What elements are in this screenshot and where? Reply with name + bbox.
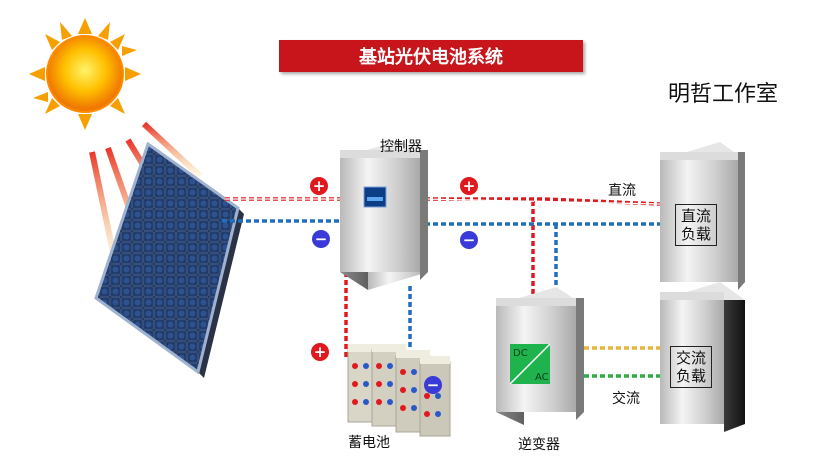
inverter-ac-text: AC (535, 372, 549, 383)
minus-sign-icon: − (312, 230, 330, 248)
plus-sign-icon: + (310, 177, 328, 195)
battery-label: 蓄电池 (348, 435, 390, 451)
negative-wires (222, 219, 660, 375)
dc-load-label: 直流 负载 (675, 204, 717, 246)
ac-wire-label: 交流 (612, 391, 640, 407)
battery-bank-icon (347, 344, 451, 437)
diagram-title: 基站光伏电池系统 (279, 40, 583, 72)
ac-load-cabinet-icon (660, 282, 745, 432)
ac-wires (584, 346, 660, 378)
minus-sign-icon: − (424, 376, 442, 394)
controller-label: 控制器 (380, 139, 422, 155)
dc-load-cabinet-icon (660, 142, 745, 290)
sun-icon (29, 18, 141, 130)
ac-load-label-line2: 负载 (675, 367, 706, 385)
studio-name: 明哲工作室 (668, 82, 779, 107)
positive-wires-white-gap (225, 198, 661, 205)
ac-load-label: 交流 负载 (670, 346, 712, 388)
dc-wire-label: 直流 (608, 183, 636, 199)
inverter-dc-text: DC (513, 348, 528, 359)
controller-cabinet-icon (340, 140, 428, 290)
inverter-label: 逆变器 (518, 437, 560, 453)
dc-load-label-line2: 负载 (680, 225, 711, 243)
inverter-cabinet-icon (496, 287, 584, 425)
solar-panel-icon (94, 141, 244, 378)
ac-load-label-line1: 交流 (675, 349, 706, 367)
plus-sign-icon: + (311, 343, 329, 361)
minus-sign-icon: − (460, 231, 478, 249)
dc-load-label-line1: 直流 (680, 207, 711, 225)
plus-sign-icon: + (460, 177, 478, 195)
